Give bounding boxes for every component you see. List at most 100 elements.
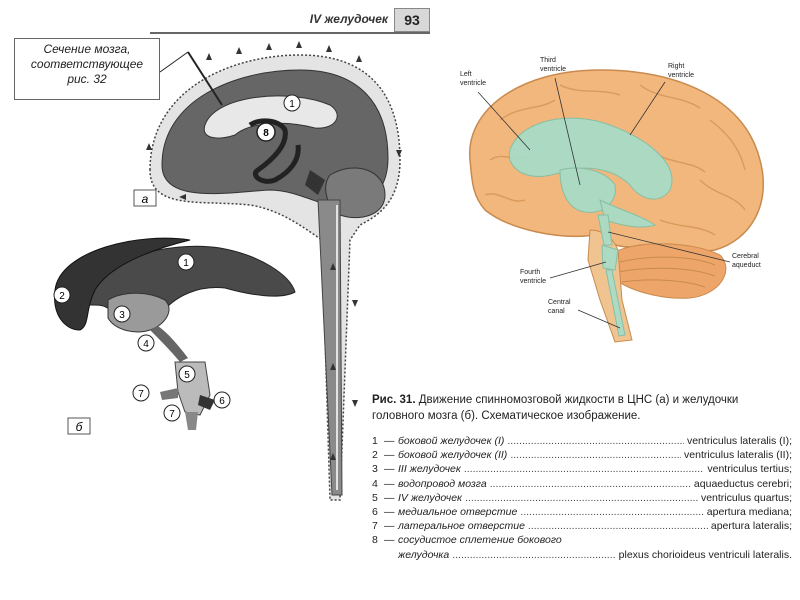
median-aperture [198,395,215,410]
legend-number: 8 [372,534,378,547]
marker-1-circle-a [283,94,301,112]
marker-6-circle [213,391,231,409]
legend-item: 1—боковой желудочек (I)ventriculus later… [372,434,792,448]
legend-term-ru: водопровод мозга [398,477,487,490]
marker-1-label-a: 1 [289,99,295,110]
legend-dash: — [384,534,395,547]
label-right-ventricle-1: Right [668,63,684,70]
header-title: IV желудочек [309,12,388,26]
ventricles-schematic [53,237,296,435]
legend-leader-dots [490,477,691,491]
ventricles [508,117,673,337]
marker-3-label: 3 [119,310,125,321]
cerebellum-folia [617,256,716,288]
legend-term-latin: ventriculus tertius; [707,463,792,476]
figure-caption: Рис. 31. Движение спинномозговой жидкост… [372,384,792,562]
caption-title: Рис. 31. Движение спинномозговой жидкост… [372,392,792,424]
legend-dash: — [384,491,395,504]
brain-labels: Left ventricle Third ventricle Right ven… [460,57,761,315]
legend-term-latin: apertura mediana; [706,506,792,519]
caption-text: Движение спинномозговой жидкости в ЦНС (… [372,394,739,422]
legend-number: 6 [372,506,378,519]
label-fourth-ventricle-2: ventricle [520,278,546,285]
legend-leader-dots [465,491,698,505]
legend-term-latin: apertura lateralis; [710,520,792,533]
label-third-ventricle-1: Third [540,57,556,64]
section-line [187,51,223,106]
marker-2-circle [53,286,71,304]
csf-flow-schematic [133,41,402,501]
cerebellum [609,243,727,299]
flow-arrows [146,41,402,460]
marker-2-label: 2 [59,291,65,302]
legend-leader-dots [464,462,705,476]
legend-number: 7 [372,520,378,533]
fourth-ventricle-a [305,170,325,195]
marker-3-circle [113,305,131,323]
legend-term-ru: боковой желудочек (II) [398,449,508,462]
legend-term-latin: ventriculus quartus; [700,491,792,504]
legend-dash: — [384,463,395,476]
callout-line-1: Сечение мозга, [43,42,131,56]
legend-number: 5 [372,491,378,504]
legend-item: 8 —сосудистое сплетение бокового [372,533,792,547]
panel-a-box [133,189,157,207]
legend-dash: — [384,435,395,447]
page-number: 93 [394,8,430,32]
legend-item: желудочка plexus chorioideus ventriculi l… [372,548,792,562]
marker-7-circle-lower [163,404,181,422]
legend-leader-dots [507,434,684,448]
legend-term-ru: желудочка [398,548,450,561]
legend-term-latin: ventriculus lateralis (I); [686,435,792,447]
marker-8-label: 8 [263,128,269,139]
label-central-canal-2: canal [548,308,565,315]
legend-leader-dots [528,519,708,533]
aqueduct-shape [597,214,613,246]
marker-4-label: 4 [143,339,149,350]
marker-8-circle [256,122,276,142]
legend-item: 6 —медиальное отверстие apertura mediana; [372,505,792,519]
legend-dash: — [384,506,395,519]
marker-7-label-upper: 7 [138,389,144,400]
legend-item: 5—IV желудочекventriculus quartus; [372,491,792,505]
legend-term-latin: plexus chorioideus ventriculi lateralis. [618,548,792,561]
marker-5-label: 5 [184,370,190,381]
label-right-ventricle-2: ventricle [668,72,694,79]
panel-b-box [67,417,91,435]
left-ventricle-shape [508,117,673,200]
spinal-cord [317,199,343,496]
label-central-canal-1: Central [548,299,571,306]
legend-item: 7 —латеральное отверстие apertura laterali… [372,519,792,533]
label-fourth-ventricle-1: Fourth [520,269,540,276]
lateral-ventricle-2 [54,237,191,331]
legend-number: 1 [372,435,378,447]
marker-4-circle [137,334,155,352]
legend-number: 3 [372,463,378,476]
lateral-aperture [160,388,178,400]
legend-number: 4 [372,477,378,490]
page-header: IV желудочек 93 [150,8,430,34]
label-left-ventricle-1: Left [460,71,472,78]
legend-dash: — [384,477,395,490]
aqueduct [150,326,188,362]
legend-item: 4 —водопровод мозга aquaeductus cerebri; [372,477,792,491]
label-cerebral-aqueduct-1: Cerebral [732,253,759,260]
spinal-canal-b [185,412,198,430]
legend-leader-dots [452,548,615,562]
lateral-ventricle-a [203,95,338,139]
legend-term-ru: медиальное отверстие [398,506,518,519]
caption-prefix: Рис. 31. [372,394,416,406]
right-ventricle-shape [599,199,657,228]
legend-term-ru: латеральное отверстие [398,520,525,533]
legend-dash: — [384,520,395,533]
marker-1-circle [177,253,195,271]
marker-6-label: 6 [219,396,225,407]
label-cerebral-aqueduct-2: aqueduct [732,262,761,269]
legend-term-latin: aquaeductus cerebri; [693,477,792,490]
panel-b-label: б [76,420,84,434]
label-third-ventricle-2: ventricle [540,66,566,73]
marker-7-label-lower: 7 [169,409,175,420]
legend-term-ru: сосудистое сплетение бокового [398,534,562,547]
callout-line-2: соответствующее [30,57,144,71]
